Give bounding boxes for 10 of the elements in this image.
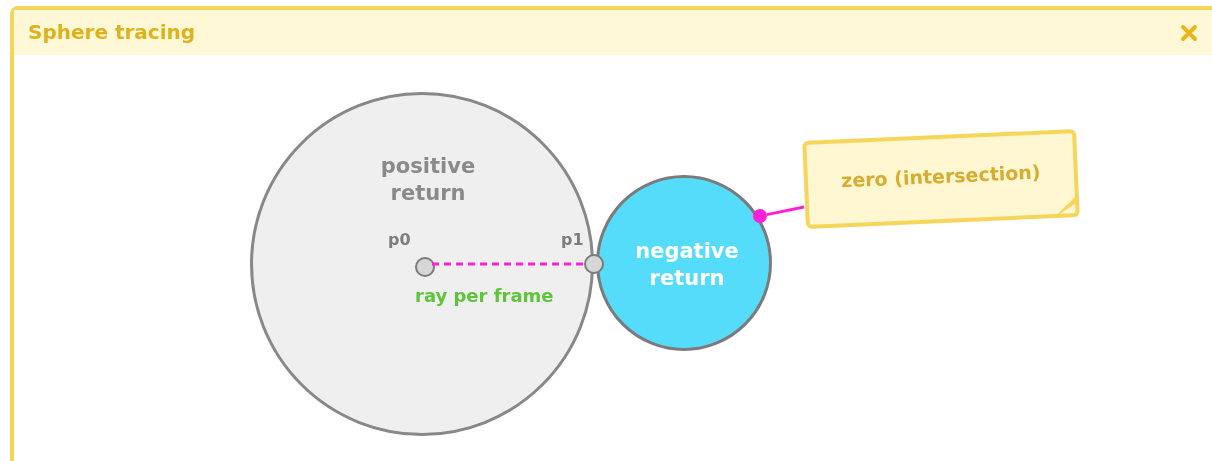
point-marker <box>415 257 435 277</box>
note-text: zero (intersection) <box>839 159 1042 193</box>
circle-label: positive return <box>379 153 477 208</box>
point-label: p1 <box>561 230 584 249</box>
circle-label: negative return <box>634 238 740 293</box>
point-label: p0 <box>388 230 411 249</box>
panel-title: Sphere tracing <box>28 20 196 44</box>
edge-label: ray per frame <box>415 285 554 306</box>
connector-line <box>766 205 805 217</box>
dashed-ray-line <box>432 262 584 266</box>
